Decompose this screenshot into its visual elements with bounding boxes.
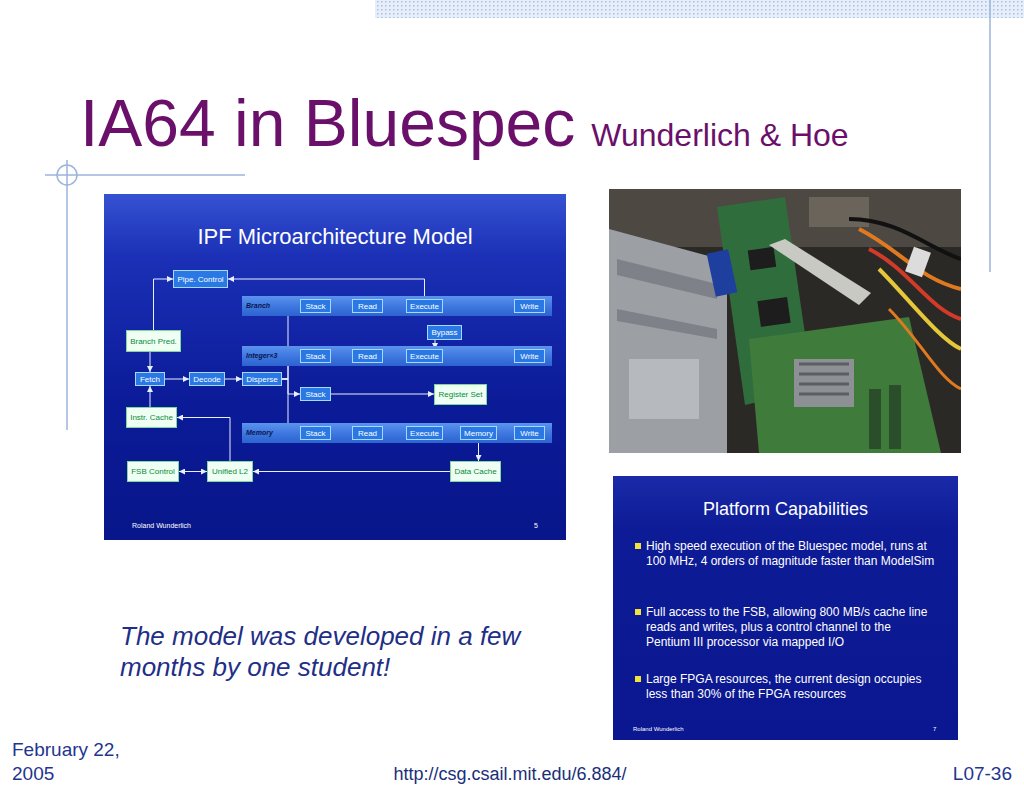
- bullet-square: [635, 543, 641, 549]
- stage-box: Write: [514, 299, 545, 313]
- stage-box: Write: [514, 426, 545, 440]
- connector-arrow: [165, 379, 189, 380]
- stage-box: Pipe. Control: [173, 270, 228, 288]
- box-label: Read: [358, 301, 377, 312]
- bullet-text: Large FPGA resources, the current design…: [646, 672, 938, 702]
- stage-box: Read: [352, 426, 383, 440]
- text-panel: Platform CapabilitiesHigh speed executio…: [613, 476, 958, 740]
- stage-box: Read: [352, 349, 383, 363]
- connector-arrow: [331, 394, 434, 395]
- panel-footer: Roland Wunderlich: [132, 521, 191, 530]
- storage-box: Unified L2: [207, 461, 253, 482]
- stage-box: Stack: [300, 349, 331, 363]
- connector-arrow: [253, 471, 450, 472]
- band-label: Memory: [246, 423, 273, 443]
- connector-arrow: [225, 379, 242, 380]
- box-label: Pipe. Control: [177, 274, 223, 285]
- panel-footer: Roland Wunderlich: [633, 725, 684, 733]
- pipeline-band: Integer×3 Stack Read Execute Write: [242, 346, 552, 366]
- bullet-square: [635, 676, 641, 682]
- box-label: Read: [358, 428, 377, 439]
- stage-box: Stack: [300, 426, 331, 440]
- slide-subtitle: Wunderlich & Hoe: [591, 117, 848, 153]
- stage-box: Fetch: [135, 372, 165, 386]
- bullet-square: [635, 609, 641, 615]
- box-label: FSB Control: [131, 466, 175, 477]
- box-label: Disperse: [246, 374, 278, 385]
- stage-box: Execute: [406, 349, 443, 363]
- box-label: Execute: [410, 351, 439, 362]
- connector-arrow: [154, 279, 174, 330]
- box-label: Bypass: [431, 327, 457, 338]
- box-label: Stack: [305, 301, 325, 312]
- title-row: IA64 in Bluespec Wunderlich & Hoe: [80, 90, 849, 156]
- panel-title: Platform Capabilities: [613, 498, 958, 520]
- connector-arrow: [150, 352, 151, 372]
- stage-box: Memory: [460, 426, 497, 440]
- box-label: Fetch: [140, 374, 160, 385]
- stage-box: Decode: [189, 372, 225, 386]
- stage-box: Write: [514, 349, 545, 363]
- box-label: Unified L2: [212, 466, 248, 477]
- connector-arrow: [478, 440, 479, 461]
- band-label: Integer×3: [246, 346, 277, 366]
- stage-box: Execute: [406, 299, 443, 313]
- panel-title: IPF Microarchitecture Model: [104, 224, 566, 250]
- hardware-photo: [609, 189, 961, 453]
- box-label: Write: [520, 351, 539, 362]
- storage-box: FSB Control: [127, 461, 179, 482]
- box-label: Register Set: [438, 389, 482, 400]
- box-label: Memory: [464, 428, 493, 439]
- box-label: Branch Pred.: [130, 336, 177, 347]
- box-label: Execute: [410, 301, 439, 312]
- box-label: Write: [520, 301, 539, 312]
- connector-arrow: [282, 306, 300, 379]
- panel-page-number: 7: [933, 725, 936, 733]
- storage-box: Branch Pred.: [126, 330, 181, 352]
- connector-arrow: [177, 418, 230, 462]
- box-label: Stack: [305, 351, 325, 362]
- connector-arrow: [282, 379, 300, 394]
- pipeline-band: Memory Stack Read Execute Memory Write: [242, 423, 552, 443]
- box-label: Decode: [193, 374, 221, 385]
- storage-box: Instr. Cache: [126, 407, 177, 428]
- band-label: Branch: [246, 296, 270, 316]
- bullet-text: Full access to the FSB, allowing 800 MB/…: [646, 605, 938, 650]
- stage-box: Stack: [300, 387, 331, 401]
- connector-arrow: [179, 471, 207, 472]
- stage-box: Stack: [300, 299, 331, 313]
- box-label: Read: [358, 351, 377, 362]
- box-label: Write: [520, 428, 539, 439]
- pipeline-band: Branch Stack Read Execute Write: [242, 296, 552, 316]
- stage-box: Execute: [406, 426, 443, 440]
- bullet-text: High speed execution of the Bluespec mod…: [646, 539, 938, 569]
- stage-box: Bypass: [427, 325, 462, 340]
- box-label: Execute: [410, 428, 439, 439]
- storage-box: Register Set: [434, 384, 487, 405]
- slide-date: February 22, 2005: [12, 738, 152, 786]
- slide-note: The model was developed in a few months …: [120, 621, 560, 683]
- box-label: Stack: [305, 389, 325, 400]
- box-label: Instr. Cache: [130, 412, 173, 423]
- panel-page-number: 5: [534, 521, 538, 530]
- slide-title: IA64 in Bluespec: [80, 90, 575, 156]
- slide-url: http://csg.csail.mit.edu/6.884/: [360, 762, 660, 786]
- stage-box: Read: [352, 299, 383, 313]
- box-label: Data Cache: [454, 466, 496, 477]
- stage-box: Disperse: [242, 372, 282, 386]
- connector-arrow: [150, 386, 151, 407]
- slide-number: L07-36: [953, 762, 1012, 786]
- diagram-panel: IPF Microarchitecture ModelRoland Wunder…: [104, 194, 566, 540]
- box-label: Stack: [305, 428, 325, 439]
- storage-box: Data Cache: [450, 461, 501, 482]
